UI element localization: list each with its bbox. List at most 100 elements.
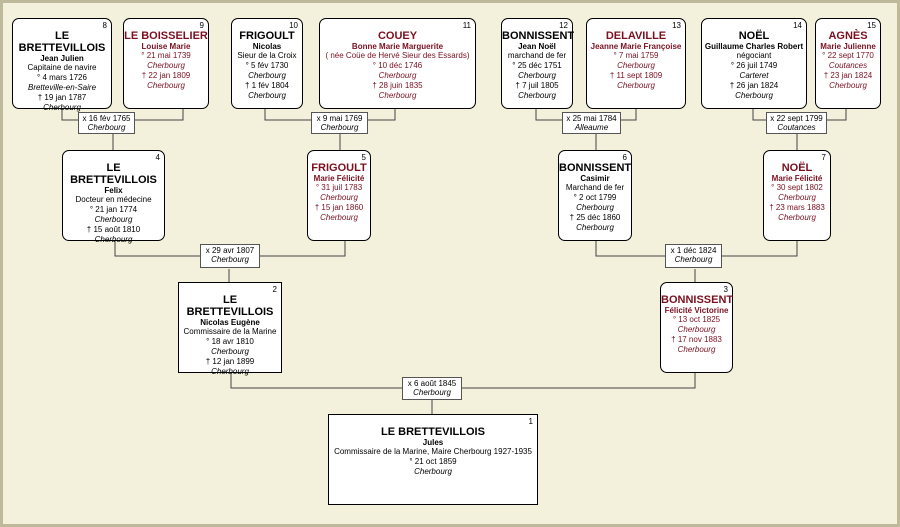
sosa-number: 4	[155, 153, 160, 162]
person-given-names: Marie Félicité	[771, 174, 823, 183]
event-detail: † 15 jan 1860	[314, 203, 364, 212]
person-surname: NOËL	[738, 30, 770, 42]
person-given-names: Nicolas	[252, 42, 282, 51]
person-surname: COUEY	[377, 30, 418, 42]
event-detail: ° 2 oct 1799	[573, 193, 617, 202]
event-detail: † 12 jan 1899	[205, 357, 255, 366]
person-given-names: Marie Julienne	[820, 42, 876, 51]
person-given-names: Nicolas Eugène	[200, 318, 260, 327]
event-place: Cherbourg	[147, 81, 185, 90]
event-detail: ° 13 oct 1825	[672, 315, 721, 324]
person-surname: DELAVILLE	[605, 30, 667, 42]
event-place: Cherbourg	[43, 103, 81, 112]
marriage-date: x 9 mai 1769	[316, 114, 363, 123]
sosa-number: 8	[102, 21, 107, 30]
event-detail: ° 5 fév 1730	[245, 61, 289, 70]
marriage-place: Cherbourg	[320, 123, 359, 132]
marriage-place: Coutances	[777, 123, 816, 132]
event-detail: ° 21 mai 1739	[141, 51, 191, 60]
person-given-names: Marie Félicité	[313, 174, 365, 183]
sosa-number: 13	[672, 21, 681, 30]
person-surname: LE BRETTEVILLOIS	[186, 294, 274, 318]
person-surname: BONNISSENT	[502, 30, 575, 42]
event-place: Bretteville-en-Saire	[27, 83, 97, 92]
event-detail: † 22 jan 1809	[141, 71, 191, 80]
person-given-names: Jean Noël	[518, 42, 556, 51]
event-detail: ° 30 sept 1802	[771, 183, 823, 192]
marriage-place: Cherbourg	[413, 388, 451, 397]
event-detail: Commissaire de la Marine, Maire Cherbour…	[334, 447, 532, 456]
person-given-names: Jules	[422, 438, 444, 447]
event-place: Cherbourg	[829, 81, 867, 90]
person-surname: LE BRETTEVILLOIS	[381, 426, 485, 438]
person-given-names: Felix	[104, 186, 123, 195]
event-place: Cherbourg	[147, 61, 185, 70]
event-detail: ° 25 déc 1751	[512, 61, 562, 70]
event-place: Cherbourg	[211, 367, 249, 376]
person-surname: NOËL	[781, 162, 813, 174]
sosa-number: 6	[622, 153, 627, 162]
marriage-place: Cherbourg	[211, 255, 249, 264]
event-detail: ° 21 jan 1774	[89, 205, 138, 214]
marriage-date: x 22 sept 1799	[770, 114, 823, 123]
event-detail: † 28 juin 1835	[372, 81, 423, 90]
sosa-number: 15	[867, 21, 876, 30]
event-place: Cherbourg	[617, 81, 655, 90]
person-surname: BONNISSENT	[661, 294, 734, 306]
event-detail: ° 10 déc 1746	[372, 61, 423, 70]
event-detail: † 23 jan 1824	[823, 71, 873, 80]
event-place: Cherbourg	[248, 91, 286, 100]
event-detail: ° 22 sept 1770	[822, 51, 874, 60]
marriage-place: Cherbourg	[674, 255, 713, 264]
event-place: Cherbourg	[211, 347, 249, 356]
event-detail: ° 4 mars 1726	[37, 73, 87, 82]
event-detail: † 23 mars 1883	[769, 203, 825, 212]
sosa-number: 12	[559, 21, 568, 30]
sosa-number: 10	[289, 21, 298, 30]
event-place: Cherbourg	[677, 325, 716, 334]
marriage-date: x 6 août 1845	[407, 379, 457, 388]
event-detail: † 15 août 1810	[86, 225, 141, 234]
event-place: Cherbourg	[414, 467, 452, 476]
event-detail: † 25 déc 1860	[569, 213, 621, 222]
event-place: Cherbourg	[617, 61, 655, 70]
event-detail: † 19 jan 1787	[37, 93, 87, 102]
event-place: Cherbourg	[518, 71, 556, 80]
event-detail: ° 31 juil 1783	[315, 183, 363, 192]
event-place: Cherbourg	[518, 91, 556, 100]
event-place: Cherbourg	[378, 71, 417, 80]
marriage-place: Cherbourg	[87, 123, 126, 132]
person-given-names: Félicité Victorine	[664, 306, 729, 315]
event-detail: marchand de fer	[507, 51, 567, 60]
person-surname: AGNÈS	[828, 30, 868, 42]
marriage-date: x 29 avr 1807	[205, 246, 255, 255]
event-detail: négociant	[736, 51, 772, 60]
event-place: Cherbourg	[320, 193, 358, 202]
event-detail: ° 18 avr 1810	[206, 337, 254, 346]
event-detail: Marchand de fer	[565, 183, 625, 192]
person-surname: LE BOISSELIER	[124, 30, 208, 42]
sosa-number: 3	[723, 285, 728, 294]
sosa-number: 7	[821, 153, 826, 162]
person-given-names: Jeanne Marie Françoise	[590, 42, 682, 51]
event-detail: ° 7 mai 1759	[613, 51, 659, 60]
event-place: Cherbourg	[378, 91, 417, 100]
sosa-number: 11	[462, 21, 471, 30]
